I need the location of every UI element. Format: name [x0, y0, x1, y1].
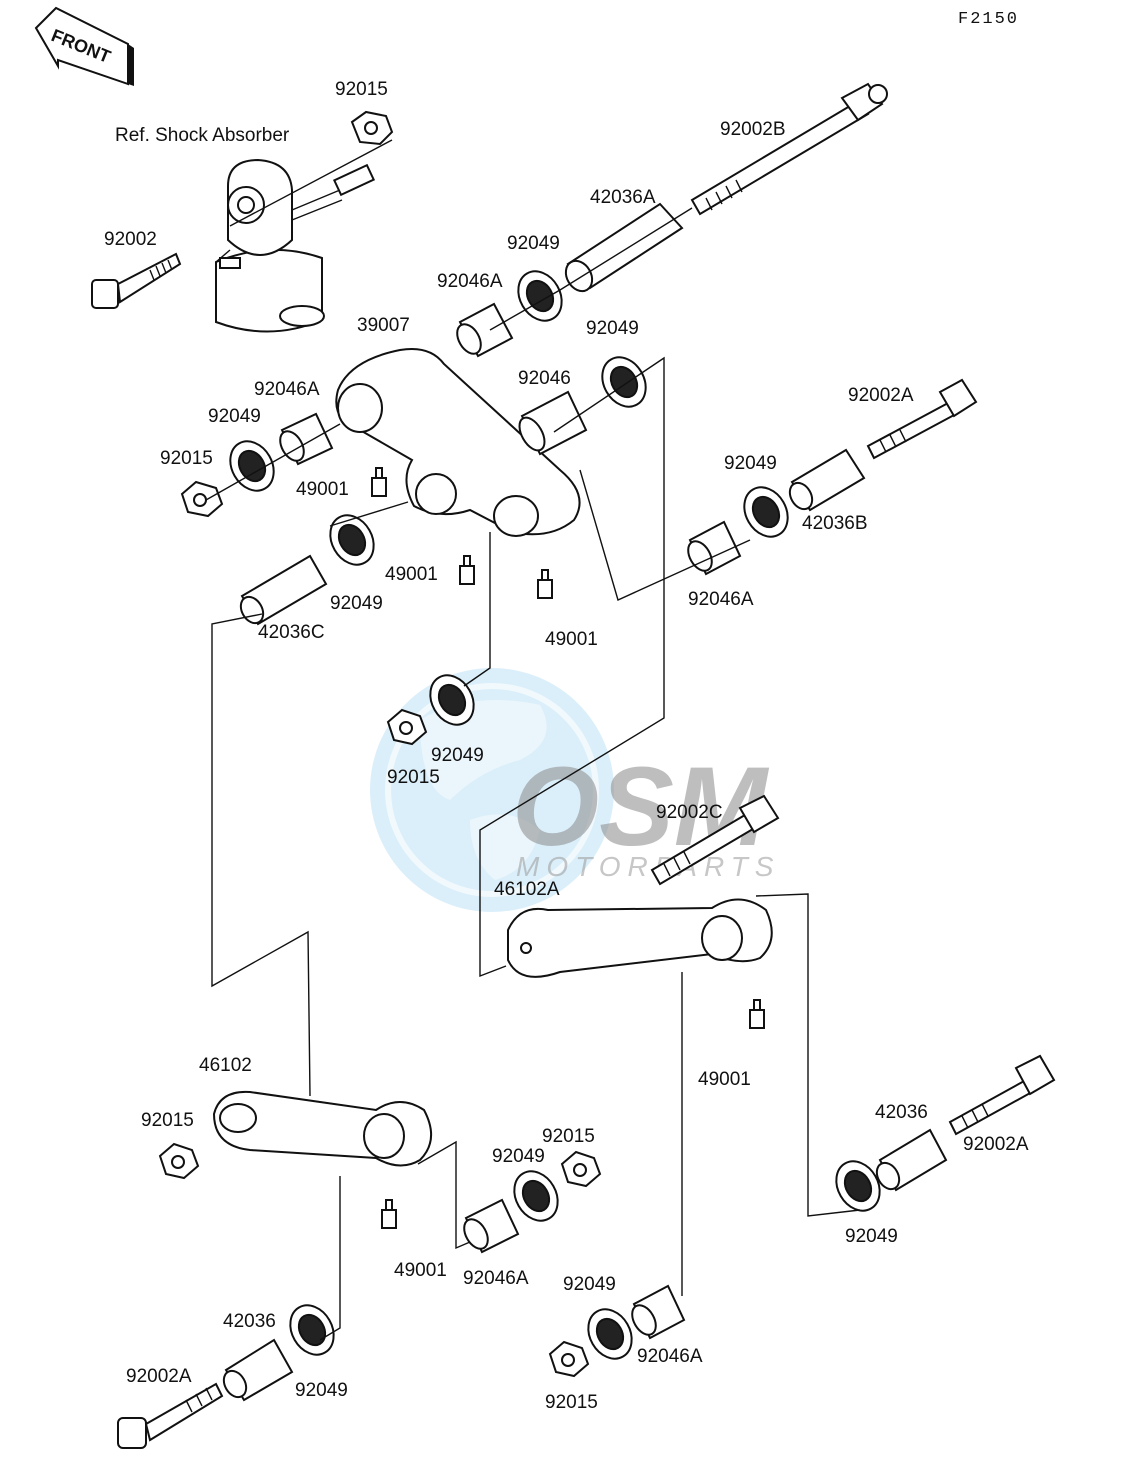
label-92002: 92002 — [104, 229, 157, 250]
nut-92015-top — [350, 110, 394, 146]
watermark-brand: OSM — [512, 744, 770, 869]
label-42036B: 42036B — [802, 513, 868, 534]
bearing-92046 — [518, 390, 588, 456]
seal-92049-i — [587, 1308, 633, 1360]
assembly-lines — [205, 139, 861, 1341]
tie-rod-46102A — [507, 898, 773, 978]
label-49001-e: 49001 — [394, 1260, 447, 1281]
bearing-92046A-b — [279, 412, 334, 466]
label-92049-b: 92049 — [208, 406, 261, 427]
bolt-92002A-a — [866, 378, 978, 460]
label-46102: 46102 — [199, 1055, 252, 1076]
rocker-arm-39007 — [335, 348, 581, 537]
label-92049-j: 92049 — [295, 1380, 348, 1401]
label-42036-a: 42036 — [875, 1102, 928, 1123]
seal-92049-c — [601, 356, 647, 408]
label-92049-c: 92049 — [586, 318, 639, 339]
bolt-92002C — [650, 794, 780, 886]
nut-92015-b — [180, 480, 224, 518]
seal-92049-b — [229, 440, 275, 492]
nut-92015-d — [158, 1142, 200, 1180]
label-92049-f: 92049 — [431, 745, 484, 766]
shock-absorber-drawing — [215, 158, 376, 333]
bolt-92002A-b — [948, 1054, 1056, 1136]
part-labels: 92015 92002 92002B 42036A 92049 92046A 3… — [104, 79, 1029, 1413]
label-49001-b: 49001 — [385, 564, 438, 585]
label-49001-c: 49001 — [545, 629, 598, 650]
seal-92049-h — [835, 1160, 881, 1212]
grease-nipple-49001-e — [381, 1199, 397, 1229]
watermark: OSM MOTORPARTS — [370, 668, 780, 912]
bearing-92046A-a — [456, 302, 514, 358]
tie-rod-46102 — [212, 1090, 432, 1167]
label-92015-b: 92015 — [160, 448, 213, 469]
collar-42036A — [564, 202, 684, 293]
watermark-sub: MOTORPARTS — [516, 851, 780, 882]
label-92046A-e: 92046A — [637, 1346, 703, 1367]
grease-nipple-49001-a — [371, 467, 387, 497]
label-92015-f: 92015 — [545, 1392, 598, 1413]
grease-nipple-49001-c — [537, 569, 553, 599]
reference-note: Ref. Shock Absorber — [115, 125, 290, 146]
label-92002A-c: 92002A — [126, 1366, 192, 1387]
label-92002C: 92002C — [656, 802, 723, 823]
label-92049-d: 92049 — [724, 453, 777, 474]
label-39007: 39007 — [357, 315, 410, 336]
label-92015-top: 92015 — [335, 79, 388, 100]
label-92002A-b: 92002A — [963, 1134, 1029, 1155]
label-92049-e: 92049 — [330, 593, 383, 614]
seal-92049-f — [429, 674, 475, 726]
label-42036-b: 42036 — [223, 1311, 276, 1332]
label-49001-a: 49001 — [296, 479, 349, 500]
label-42036C: 42036C — [258, 622, 325, 643]
seal-92049-g — [513, 1170, 559, 1222]
collar-42036B — [788, 448, 866, 512]
label-92049-a: 92049 — [507, 233, 560, 254]
nut-92015-c — [386, 708, 428, 746]
label-42036A: 42036A — [590, 187, 656, 208]
diagram-code: F2150 — [958, 10, 1019, 29]
bearing-92046A-d — [463, 1198, 520, 1254]
seal-92049-j — [289, 1304, 335, 1356]
label-92015-d: 92015 — [141, 1110, 194, 1131]
label-92049-i: 92049 — [563, 1274, 616, 1295]
bolt-92002 — [91, 252, 182, 309]
label-92002A-a: 92002A — [848, 385, 914, 406]
label-92002B: 92002B — [720, 119, 786, 140]
collar-42036C — [239, 554, 328, 626]
label-92049-g: 92049 — [492, 1146, 545, 1167]
label-92046A-b: 92046A — [254, 379, 320, 400]
label-92046A-c: 92046A — [688, 589, 754, 610]
seal-92049-d — [743, 486, 789, 538]
label-92015-e: 92015 — [542, 1126, 595, 1147]
label-92046: 92046 — [518, 368, 571, 389]
label-92049-h: 92049 — [845, 1226, 898, 1247]
label-49001-d: 49001 — [698, 1069, 751, 1090]
label-46102A: 46102A — [494, 879, 560, 900]
seal-92049-a — [517, 270, 563, 322]
nut-92015-f — [548, 1340, 590, 1378]
seal-92049-e — [329, 514, 375, 566]
watermark-globe — [370, 668, 614, 912]
grease-nipple-49001-d — [749, 999, 765, 1029]
nut-92015-e — [560, 1150, 602, 1188]
bearing-92046A-e — [631, 1284, 686, 1340]
label-92015-c: 92015 — [387, 767, 440, 788]
collar-42036-a — [875, 1128, 948, 1192]
bolt-92002A-c — [117, 1382, 224, 1449]
label-92046A-a: 92046A — [437, 271, 503, 292]
bolt-92002B — [690, 82, 888, 216]
grease-nipple-49001-b — [459, 555, 475, 585]
label-92046A-d: 92046A — [463, 1268, 529, 1289]
collar-42036-b — [222, 1338, 294, 1402]
front-badge: FRONT — [34, 6, 134, 86]
